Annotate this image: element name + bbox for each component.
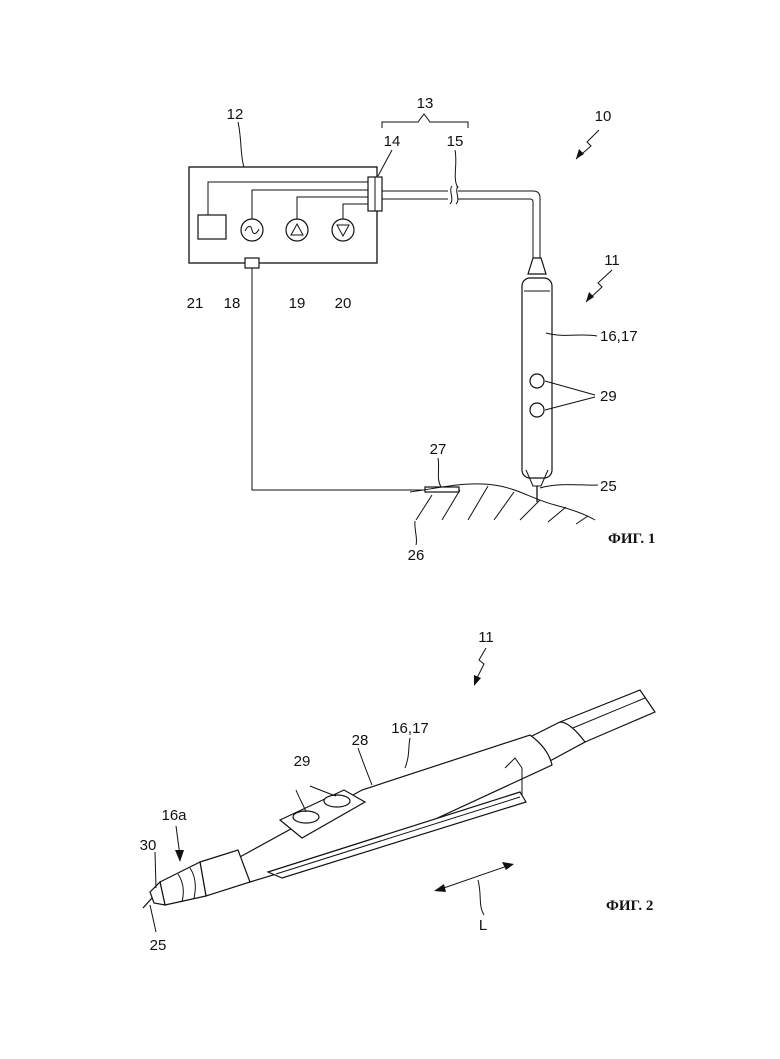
leader-27 xyxy=(438,458,441,487)
neutral-connector xyxy=(245,258,259,268)
leader-16-17 xyxy=(405,738,410,768)
brace-13 xyxy=(382,114,468,128)
leader-28 xyxy=(358,748,372,785)
cable-break-left xyxy=(450,186,452,204)
axis-arrow-line xyxy=(438,865,510,890)
label-20: 20 xyxy=(335,295,352,312)
pump-up-icon xyxy=(286,219,308,241)
label-18: 18 xyxy=(224,295,241,312)
label-13: 13 xyxy=(417,95,434,112)
arrow-11-head xyxy=(474,675,481,686)
wire-rf xyxy=(252,190,370,222)
label-15: 15 xyxy=(447,133,464,150)
axis-arrow-left-head xyxy=(434,884,446,892)
arrow-16a-head xyxy=(175,850,184,862)
wire-controller xyxy=(208,182,370,215)
figure-1: 12 13 14 15 10 11 16,17 29 21 18 19 20 2… xyxy=(187,95,656,564)
label-25: 25 xyxy=(600,478,617,495)
controller-block xyxy=(198,215,226,239)
cable-line-top-b xyxy=(458,191,540,258)
label-11: 11 xyxy=(478,629,494,646)
cable-break-right xyxy=(456,186,458,204)
label-28: 28 xyxy=(352,732,369,749)
label-L: L xyxy=(479,917,487,934)
leader-25 xyxy=(540,485,598,488)
label-29: 29 xyxy=(600,388,617,405)
caption-fig-1: ФИГ. 1 xyxy=(608,531,655,547)
instrument-cone xyxy=(528,258,546,274)
pump-down-icon xyxy=(332,219,354,241)
label-14: 14 xyxy=(384,133,401,150)
label-12: 12 xyxy=(227,106,244,123)
leader-26 xyxy=(415,521,417,545)
wire-pump-up xyxy=(297,197,370,222)
button-2-icon xyxy=(530,403,544,417)
label-29: 29 xyxy=(294,753,311,770)
arrow-10-head xyxy=(576,149,584,159)
leader-L xyxy=(478,880,484,915)
label-19: 19 xyxy=(289,295,306,312)
label-10: 10 xyxy=(595,108,612,125)
label-16-17: 16,17 xyxy=(600,328,638,345)
label-16a: 16a xyxy=(161,807,187,824)
label-21: 21 xyxy=(187,295,204,312)
axis-arrow-right-head xyxy=(502,862,514,870)
label-30: 30 xyxy=(140,837,157,854)
leader-30 xyxy=(155,852,156,888)
figure-2: 11 16,17 28 29 16a 30 25 L ФИГ. 2 xyxy=(140,629,655,954)
leader-15 xyxy=(455,150,458,188)
leader-29a xyxy=(296,790,306,812)
button-1-icon xyxy=(530,374,544,388)
label-16-17: 16,17 xyxy=(391,720,429,737)
leader-25 xyxy=(150,905,156,932)
leader-12 xyxy=(238,122,244,167)
cable-line-bottom-b xyxy=(458,199,533,258)
leader-16-17 xyxy=(546,333,597,336)
label-25: 25 xyxy=(150,937,167,954)
caption-fig-2: ФИГ. 2 xyxy=(606,898,653,914)
label-26: 26 xyxy=(408,547,425,564)
leader-29b xyxy=(310,786,336,796)
arrow-11-head xyxy=(586,292,594,302)
neutral-electrode xyxy=(425,487,459,492)
leader-14 xyxy=(378,150,392,176)
button-1-icon xyxy=(293,811,319,823)
button-2-icon xyxy=(324,795,350,807)
label-27: 27 xyxy=(430,441,447,458)
arrow-11-line xyxy=(476,648,486,680)
label-11: 11 xyxy=(604,252,620,269)
